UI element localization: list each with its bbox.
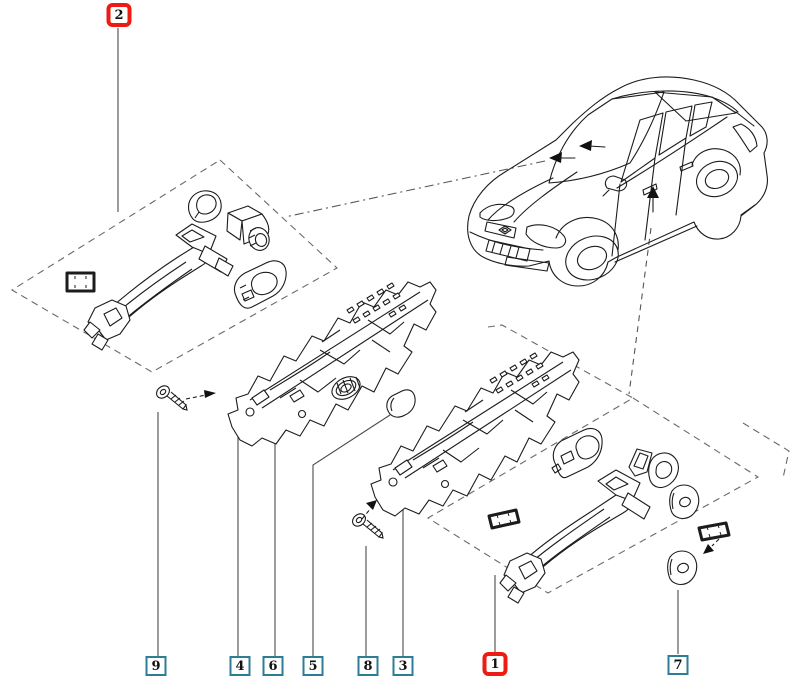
- car-grille-lower: [485, 239, 531, 262]
- car-rocker-line: [614, 225, 698, 263]
- callout-3[interactable]: 3: [392, 656, 414, 676]
- front-carrier-assembly: [153, 281, 437, 447]
- rear-region-annex-line: [742, 422, 790, 479]
- car-to-rear-region-leader: [628, 227, 652, 395]
- car-fender-line: [611, 183, 621, 257]
- car-front-door-handle: [642, 183, 658, 196]
- leader-callout-5: [312, 414, 391, 656]
- dashed-region-boxes: [10, 159, 790, 594]
- car-bumper-crease: [469, 231, 544, 251]
- carrier-screw-rear[interactable]: [349, 510, 384, 539]
- callout-2[interactable]: 2: [106, 3, 132, 27]
- car-headlight-left: [479, 203, 515, 222]
- lock-cover-bracket[interactable]: [628, 448, 653, 477]
- car-rear-door-line: [675, 137, 687, 216]
- car-handle-location-arrows: [549, 140, 659, 198]
- leader-callout-6: [274, 395, 334, 656]
- handle-clip-rear-left[interactable]: [487, 508, 521, 530]
- callout-9[interactable]: 9: [145, 656, 167, 676]
- car-rear-bumper-line: [740, 204, 756, 216]
- handle-gasket-rear[interactable]: [551, 427, 603, 479]
- car-headlight-right: [525, 224, 567, 249]
- car-front-plate: [504, 256, 550, 272]
- car-front-door-line: [644, 157, 656, 241]
- callout-6-label: 6: [268, 658, 278, 674]
- callout-5[interactable]: 5: [302, 656, 324, 676]
- car-front-wheel-hub: [576, 245, 608, 271]
- callout-1-label: 1: [490, 656, 500, 672]
- handle-clip-front[interactable]: [65, 271, 96, 293]
- callout-3-label: 3: [398, 658, 408, 674]
- windshield-arrow-1: [549, 152, 562, 163]
- windshield-arrow-2: [579, 140, 592, 151]
- callout-8[interactable]: 8: [357, 656, 379, 676]
- callout-1[interactable]: 1: [482, 652, 508, 676]
- callout-6[interactable]: 6: [262, 656, 284, 676]
- car-grille-upper: [484, 221, 517, 239]
- exterior-door-handle-rear[interactable]: [499, 469, 651, 604]
- callout-4[interactable]: 4: [229, 656, 251, 676]
- clip-direction-arrow: [703, 538, 720, 554]
- handle-carrier-front[interactable]: [227, 281, 437, 447]
- callout-7-label: 7: [673, 657, 683, 673]
- car-rear-wheel-arch: [691, 148, 741, 176]
- door-arrow-head: [647, 186, 659, 198]
- car-rear-wheel: [695, 160, 739, 198]
- handle-gasket-front[interactable]: [233, 260, 287, 309]
- exterior-door-handle-front[interactable]: [83, 223, 234, 351]
- car-front-wheel: [565, 235, 619, 281]
- car-body-outline: [467, 76, 768, 287]
- car-rear-wheel-hub: [704, 168, 730, 190]
- callout-8-label: 8: [363, 658, 373, 674]
- car-brand-diamond: [498, 225, 512, 235]
- callout-9-label: 9: [151, 658, 161, 674]
- car-hood-crease-1: [487, 177, 554, 221]
- front-door-handle-parts: [65, 190, 287, 351]
- callout-5-label: 5: [308, 658, 318, 674]
- car-quarter-window: [689, 101, 713, 137]
- car-front-wheel-arch: [555, 217, 619, 251]
- car-leader-lines: [284, 160, 652, 395]
- car-hood-crease-2: [513, 171, 578, 223]
- callout-2-label: 2: [114, 7, 124, 23]
- rear-carrier-assembly: [349, 351, 580, 539]
- car-rear-door-window: [658, 105, 693, 156]
- screw-direction-arrow-front: [185, 390, 216, 400]
- rear-handle-region-box: [426, 397, 760, 594]
- rear-door-handle-parts: [487, 427, 731, 604]
- car-rear-window: [654, 91, 737, 122]
- handle-end-cap-rear-upper[interactable]: [669, 484, 700, 519]
- car-rear-door-handle: [679, 161, 694, 172]
- car-mirror: [602, 175, 628, 197]
- handle-clip-rear-right[interactable]: [697, 521, 731, 542]
- windshield-arrow-2-tail: [588, 145, 606, 148]
- car-front-door-window: [620, 112, 664, 183]
- handle-carrier-rear[interactable]: [370, 351, 580, 517]
- handle-end-cap-front[interactable]: [187, 190, 222, 223]
- rear-region-extension-line: [487, 324, 634, 399]
- car-illustration: [467, 76, 768, 287]
- callout-4-label: 4: [235, 658, 245, 674]
- car-beltline: [616, 116, 728, 189]
- screw-direction-arrow-rear: [361, 500, 377, 520]
- callout-7[interactable]: 7: [667, 655, 689, 675]
- car-windshield: [548, 91, 665, 184]
- carrier-screw-front[interactable]: [153, 382, 188, 411]
- handle-end-cap-rear-lower[interactable]: [667, 550, 698, 585]
- car-tail-light: [732, 123, 758, 153]
- lock-end-cap[interactable]: [648, 452, 679, 489]
- handle-hole-cover[interactable]: [386, 389, 416, 418]
- car-trunk-edge: [735, 111, 755, 127]
- handle-grommet[interactable]: [328, 372, 364, 404]
- front-handle-region-box: [10, 159, 338, 373]
- door-lock-cylinder[interactable]: [226, 205, 272, 253]
- car-to-front-region-leader: [284, 160, 546, 218]
